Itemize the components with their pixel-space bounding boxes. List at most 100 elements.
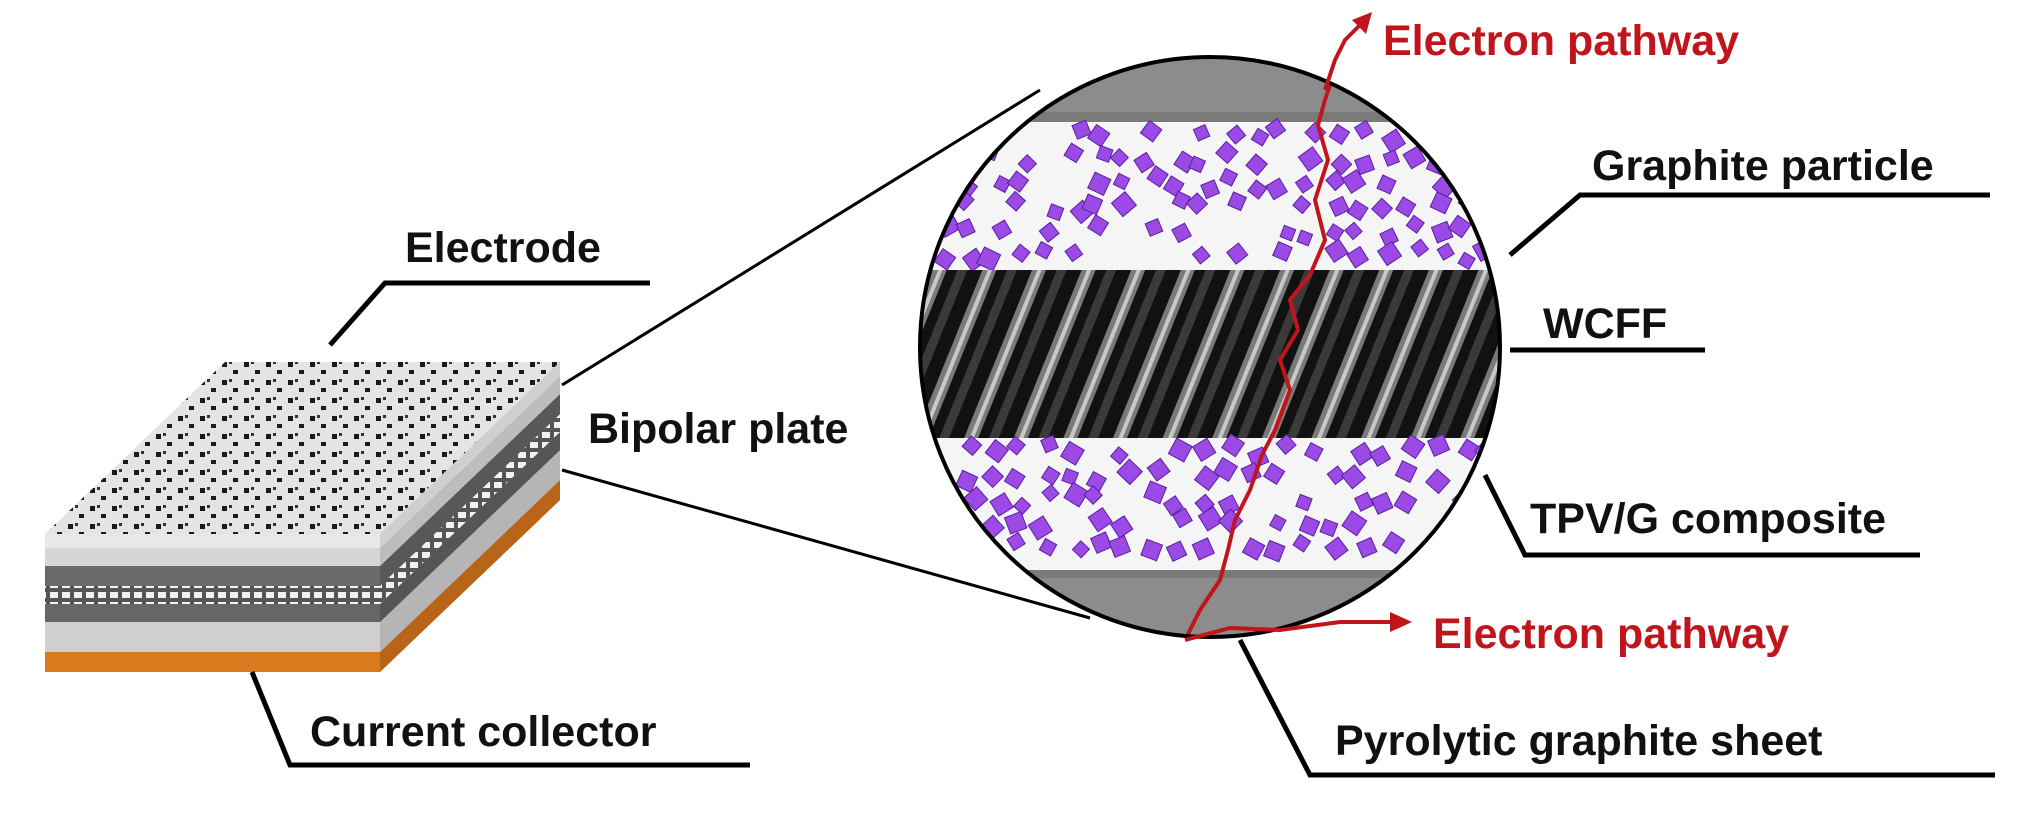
graphite-particle (1477, 505, 1500, 532)
graphite-particle (1341, 169, 1367, 194)
graphite-particle (1262, 462, 1286, 486)
electrode-leader (328, 280, 650, 347)
magnified-cross-section (920, 57, 1533, 637)
graphite-particle (1295, 493, 1313, 512)
graphite-particle (1410, 238, 1430, 258)
graphite-particle (1457, 251, 1476, 271)
zoom-line-top (561, 88, 1041, 387)
graphite-particle (1328, 195, 1350, 218)
current-collector-leader (249, 671, 750, 768)
graphite-particle (1511, 449, 1528, 466)
graphite-particle (1215, 140, 1239, 165)
electron-pathway-bottom-arrow (1184, 612, 1412, 642)
graphite-particle (920, 543, 924, 565)
graphite-particle (1346, 245, 1370, 269)
graphite-particle (920, 484, 925, 506)
graphite-particle (961, 435, 983, 457)
graphite-particle (1191, 537, 1215, 561)
graphite-particle (1191, 437, 1217, 463)
graphite-particle (1108, 535, 1132, 558)
graphite-particle (1356, 536, 1378, 559)
graphite-particle (933, 248, 957, 271)
graphite-particle (1324, 238, 1349, 264)
graphite-particle-label: Graphite particle (1592, 142, 1934, 190)
graphite-particle (1006, 435, 1026, 456)
graphite-particle (1303, 442, 1324, 462)
graphite-particle (1040, 434, 1059, 454)
graphite-particle (1511, 175, 1531, 195)
graphite-particle (1193, 465, 1220, 492)
graphite-particle (1003, 467, 1026, 490)
graphite-particle (1264, 117, 1287, 140)
graphite-particle (1436, 242, 1455, 261)
graphite-particle (1226, 242, 1249, 265)
graphite-particle (920, 460, 922, 479)
graphite-particle (1451, 507, 1471, 527)
graphite-particle (920, 196, 923, 217)
graphite-particle (1424, 468, 1451, 495)
graphite-particle (1061, 467, 1080, 486)
graphite-particle (1426, 433, 1451, 458)
graphite-particle (1447, 214, 1472, 239)
graphite-particle (1006, 170, 1030, 193)
graphite-particle (1140, 538, 1164, 562)
graphite-particle (1245, 153, 1269, 177)
electron-pathway-bottom-label: Electron pathway (1433, 610, 1789, 658)
graphite-particle (1041, 483, 1060, 503)
graphite-particle (1354, 154, 1376, 176)
graphite-particle (1005, 190, 1027, 212)
graphite-particle (1265, 177, 1288, 201)
graphite-particle (925, 504, 951, 530)
zoom-line-bottom (561, 468, 1091, 620)
graphite-particle (1071, 540, 1091, 559)
graphite-particle (1110, 191, 1138, 218)
tpvg-composite-leader (1482, 473, 1920, 558)
zoom-circle (918, 55, 1502, 639)
graphite-particle (1380, 128, 1407, 154)
graphite-particle (1081, 193, 1104, 216)
graphite-particle (1279, 224, 1297, 242)
graphite-particle (1341, 510, 1368, 537)
graphite-particle (1006, 531, 1026, 552)
graphite-particle (1219, 167, 1239, 187)
graphite-particle (1400, 434, 1426, 460)
graphite-particle (1514, 214, 1533, 233)
graphite-particle (1461, 537, 1479, 555)
graphite-particle (1346, 199, 1369, 222)
graphite-particle (1095, 144, 1114, 163)
graphite-particle (1325, 170, 1347, 192)
graphite-particle (1146, 457, 1171, 482)
graphite-particle (1429, 191, 1453, 215)
graphite-particle (1292, 533, 1312, 553)
graphite-particle (981, 465, 1005, 489)
graphite-particle (1369, 445, 1392, 467)
graphite-particle (1064, 243, 1084, 263)
graphite-particle (955, 469, 979, 493)
graphite-particle (1071, 119, 1092, 140)
graphite-particle (1292, 194, 1312, 215)
graphite-particle (1324, 536, 1349, 561)
graphite-particle (1171, 507, 1193, 529)
graphite-particle (1200, 179, 1221, 200)
graphite-particle (920, 119, 930, 140)
graphite-particle (1376, 240, 1403, 267)
graphite-particle (1116, 458, 1143, 486)
graphite-particle (1452, 154, 1475, 178)
graphite-particle (1484, 538, 1500, 558)
graphite-particle (1474, 488, 1493, 508)
current-collector-label: Current collector (310, 708, 657, 756)
graphite-particle (1146, 165, 1169, 188)
graphite-particle (976, 246, 1002, 272)
graphite-particle (1167, 437, 1193, 463)
graphite-particle (1197, 505, 1224, 532)
graphite-particle (1109, 446, 1129, 466)
graphite-particle (1444, 121, 1468, 145)
graphite-particle (1457, 438, 1481, 462)
graphite-particle (1112, 172, 1131, 191)
graphite-particle (1011, 243, 1031, 264)
graphite-particle (1192, 124, 1211, 142)
graphite-particle (1326, 465, 1347, 486)
graphite-particle (1109, 147, 1130, 168)
graphite-particle (1110, 515, 1134, 539)
